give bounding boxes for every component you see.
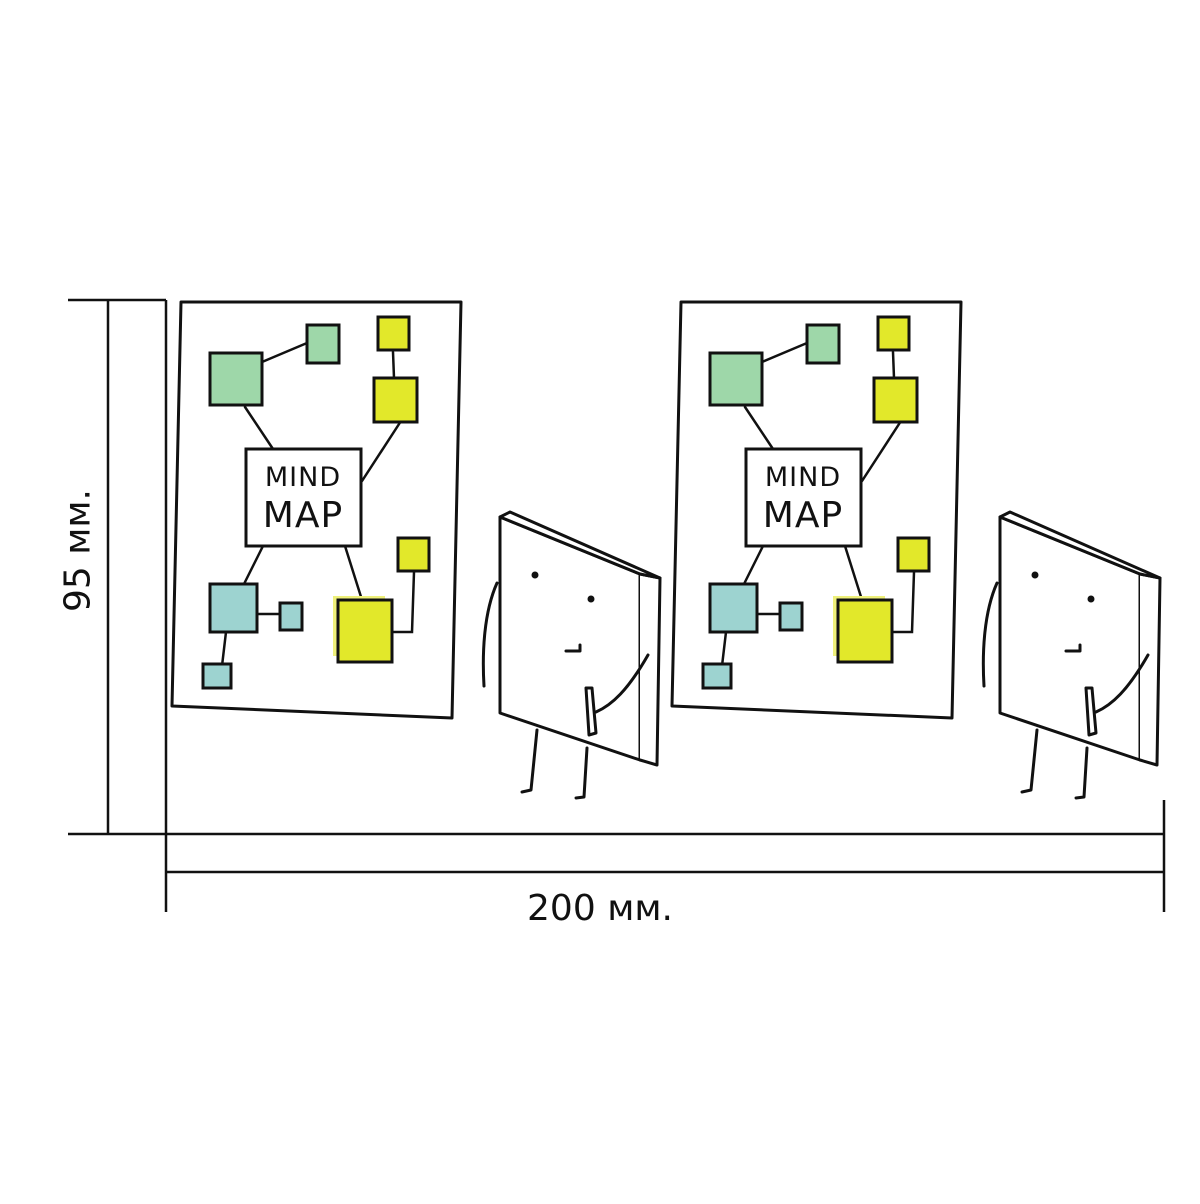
title-line-1: MIND [265, 462, 341, 493]
character-mouth [1064, 643, 1082, 653]
character-left-leg [1020, 728, 1039, 794]
connectors [220, 341, 416, 668]
teal-node-bottom [201, 662, 233, 690]
height-dimension-label: 95 мм. [57, 489, 99, 613]
character-side [1138, 572, 1162, 767]
character-left-arm [981, 581, 999, 688]
teal-node-bottom [701, 662, 733, 690]
mind-map-panel: MIND MAP [170, 300, 662, 800]
yellow-node-top [876, 315, 911, 352]
connectors [720, 341, 916, 668]
character-pencil [1084, 686, 1098, 737]
yellow-node-large [336, 598, 394, 664]
character-mouth [564, 643, 582, 653]
title-line-1: MIND [765, 462, 841, 493]
character-right-eye [1087, 595, 1095, 603]
character-right-arm [594, 653, 650, 714]
character-top [998, 510, 1162, 580]
character-left-arm [481, 581, 499, 688]
yellow-node-top [376, 315, 411, 352]
board: MIND MAP [670, 300, 963, 720]
mind-map-title-box [744, 447, 863, 548]
character-body [498, 515, 642, 762]
character-left-eye [531, 571, 539, 579]
character-right-leg [574, 746, 589, 800]
mind-map-panel: MIND MAP [670, 300, 1162, 800]
character-pencil [584, 686, 598, 737]
character-right-leg [1074, 746, 1089, 800]
dimension-lines [68, 298, 1166, 912]
character-right-eye [587, 595, 595, 603]
width-dimension-label: 200 мм. [527, 888, 673, 929]
character-left-leg [520, 728, 539, 794]
title-line-2: MAP [263, 495, 343, 536]
yellow-node-right-small [896, 536, 931, 573]
teal-node-large [208, 582, 259, 634]
teal-node-small [778, 601, 804, 632]
yellow-node-middle [872, 376, 919, 424]
character-top [498, 510, 662, 580]
notepad-character [481, 510, 662, 800]
yellow-node-middle [372, 376, 419, 424]
character-left-eye [1031, 571, 1039, 579]
green-node-small [305, 323, 341, 365]
board: MIND MAP [170, 300, 463, 720]
teal-node-small [278, 601, 304, 632]
character-side [638, 572, 662, 767]
title-line-2: MAP [763, 495, 843, 536]
teal-node-large [708, 582, 759, 634]
yellow-node-right-small [396, 536, 431, 573]
yellow-node-large [836, 598, 894, 664]
character-right-arm [1094, 653, 1150, 714]
character-body [998, 515, 1142, 762]
green-node-small [805, 323, 841, 365]
green-node-large [708, 351, 764, 407]
green-node-large [208, 351, 264, 407]
mind-map-title-box [244, 447, 363, 548]
notepad-character [981, 510, 1162, 800]
